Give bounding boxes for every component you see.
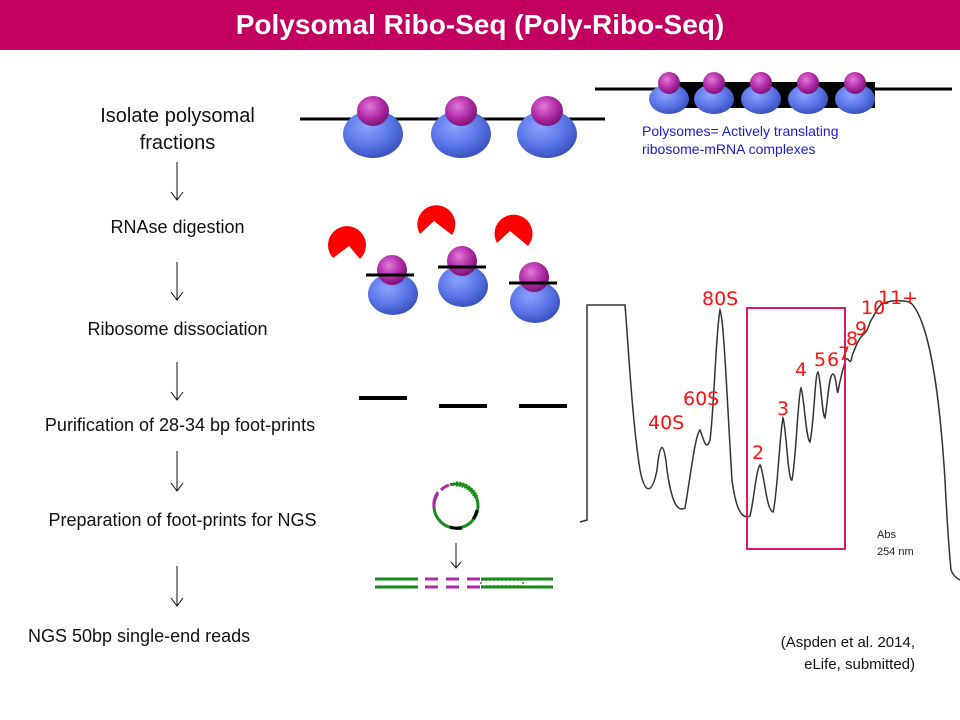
peak-label-80s: 80S	[702, 288, 739, 310]
ribosome	[649, 72, 689, 114]
ribosome	[431, 96, 491, 158]
polysome-fraction-highlight-box	[746, 307, 846, 550]
polysome-profile	[579, 299, 960, 581]
absorbance-axis-label: Abs 254 nm	[877, 527, 914, 561]
peak-label-11plus: 11+	[878, 287, 919, 309]
rnase-enzyme-icon	[494, 214, 533, 246]
mrna-ribosomes-illustration	[300, 96, 605, 158]
ribosome	[835, 72, 875, 114]
rnase-illustration	[327, 205, 560, 323]
peak-label-8: 8	[846, 328, 859, 350]
peak-label-40s: 40S	[648, 412, 685, 434]
polysome-caption-line2: ribosome-mRNA complexes	[642, 141, 816, 157]
peak-label-9: 9	[855, 318, 868, 340]
ribosome	[741, 72, 781, 114]
title-bar: Polysomal Ribo-Seq (Poly-Ribo-Seq)	[0, 0, 960, 50]
absorbance-label-line1: Abs	[877, 529, 896, 541]
ribosome	[517, 96, 577, 158]
step-isolate-line1: Isolate polysomal	[100, 105, 255, 127]
ribosome	[366, 255, 418, 315]
arrow-2-icon	[170, 262, 184, 301]
arrow-4-icon	[170, 451, 184, 492]
arrow-5-icon	[170, 566, 184, 607]
rnase-enzyme-icon	[417, 205, 456, 235]
absorbance-label-line2: 254 nm	[877, 546, 914, 558]
peak-label-5: 5	[814, 349, 827, 371]
step-dissociation: Ribosome dissociation	[87, 319, 268, 339]
polysome-caption-line1: Polysomes= Actively translating	[642, 123, 839, 139]
peak-label-2: 2	[752, 442, 765, 464]
peak-label-4: 4	[795, 359, 808, 381]
step-rnase: RNAse digestion	[110, 217, 245, 237]
arrow-3-icon	[170, 362, 184, 401]
peak-label-7: 7	[838, 343, 851, 365]
footprints-illustration	[359, 396, 567, 408]
peak-label-10: 10	[861, 297, 886, 319]
peak-label-6: 6	[827, 349, 840, 371]
step-purification: Purification of 28-34 bp foot-prints	[44, 415, 316, 435]
rnase-enzyme-icon	[327, 226, 366, 259]
step-ngs: NGS 50bp single-end reads	[28, 626, 251, 646]
slide-title: Polysomal Ribo-Seq (Poly-Ribo-Seq)	[235, 9, 725, 40]
ribosome	[438, 246, 488, 307]
step-isolate-line2: fractions	[139, 132, 216, 154]
peak-label-3: 3	[777, 398, 790, 420]
ribosome	[788, 72, 828, 114]
citation-line2: eLife, submitted)	[804, 656, 915, 673]
linear-library-illustration	[375, 577, 553, 589]
arrow-1-icon	[170, 162, 184, 201]
peak-label-60s: 60S	[683, 388, 720, 410]
circular-library-illustration	[432, 481, 480, 569]
citation-line1: (Aspden et al. 2014,	[780, 634, 915, 651]
step-preparation: Preparation of foot-prints for NGS	[48, 510, 317, 530]
ribosome	[343, 96, 403, 158]
polysome-illustration	[595, 72, 952, 114]
ribosome	[694, 72, 734, 114]
absorbance-trace	[579, 299, 960, 581]
citation: (Aspden et al. 2014, eLife, submitted)	[700, 632, 915, 676]
ribosome	[509, 262, 560, 323]
polysome-caption: Polysomes= Actively translating ribosome…	[642, 122, 838, 158]
step-isolate: Isolate polysomal fractions	[60, 103, 295, 157]
